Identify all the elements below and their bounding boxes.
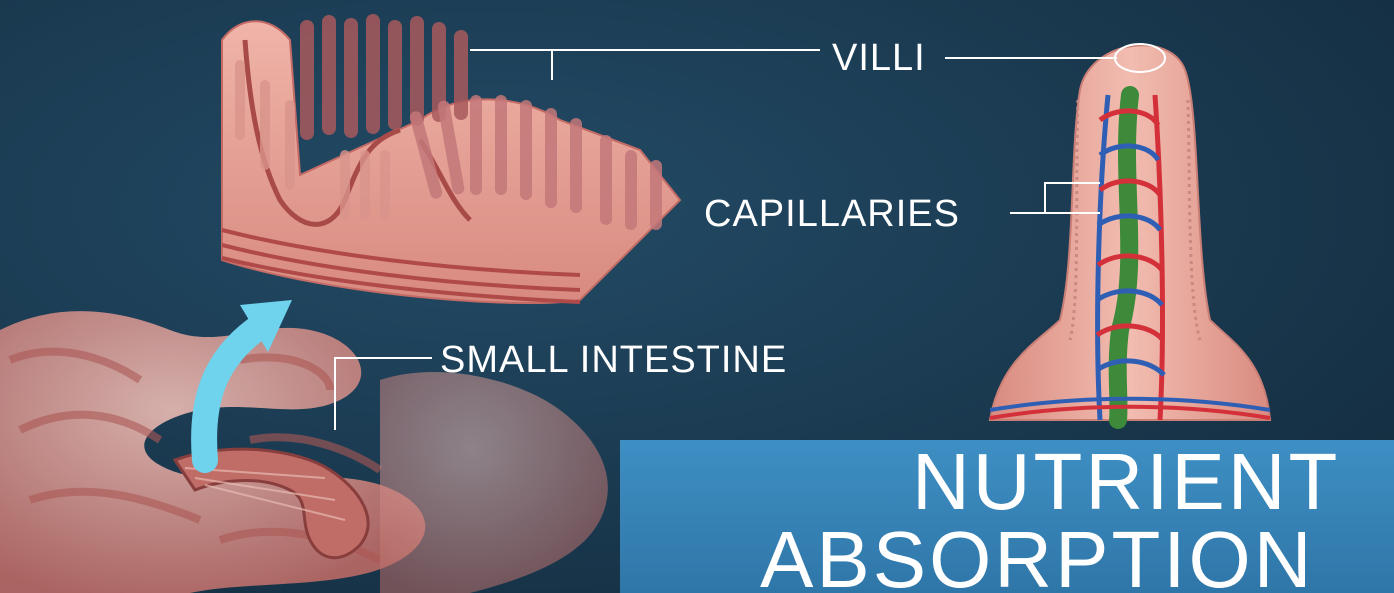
title-line-1: NUTRIENT [912,442,1340,522]
capillaries-label: CAPILLARIES [704,193,960,236]
title-line-2: ABSORPTION [760,520,1315,593]
villi-label: VILLI [832,37,926,80]
small-intestine-label: SMALL INTESTINE [440,339,787,382]
